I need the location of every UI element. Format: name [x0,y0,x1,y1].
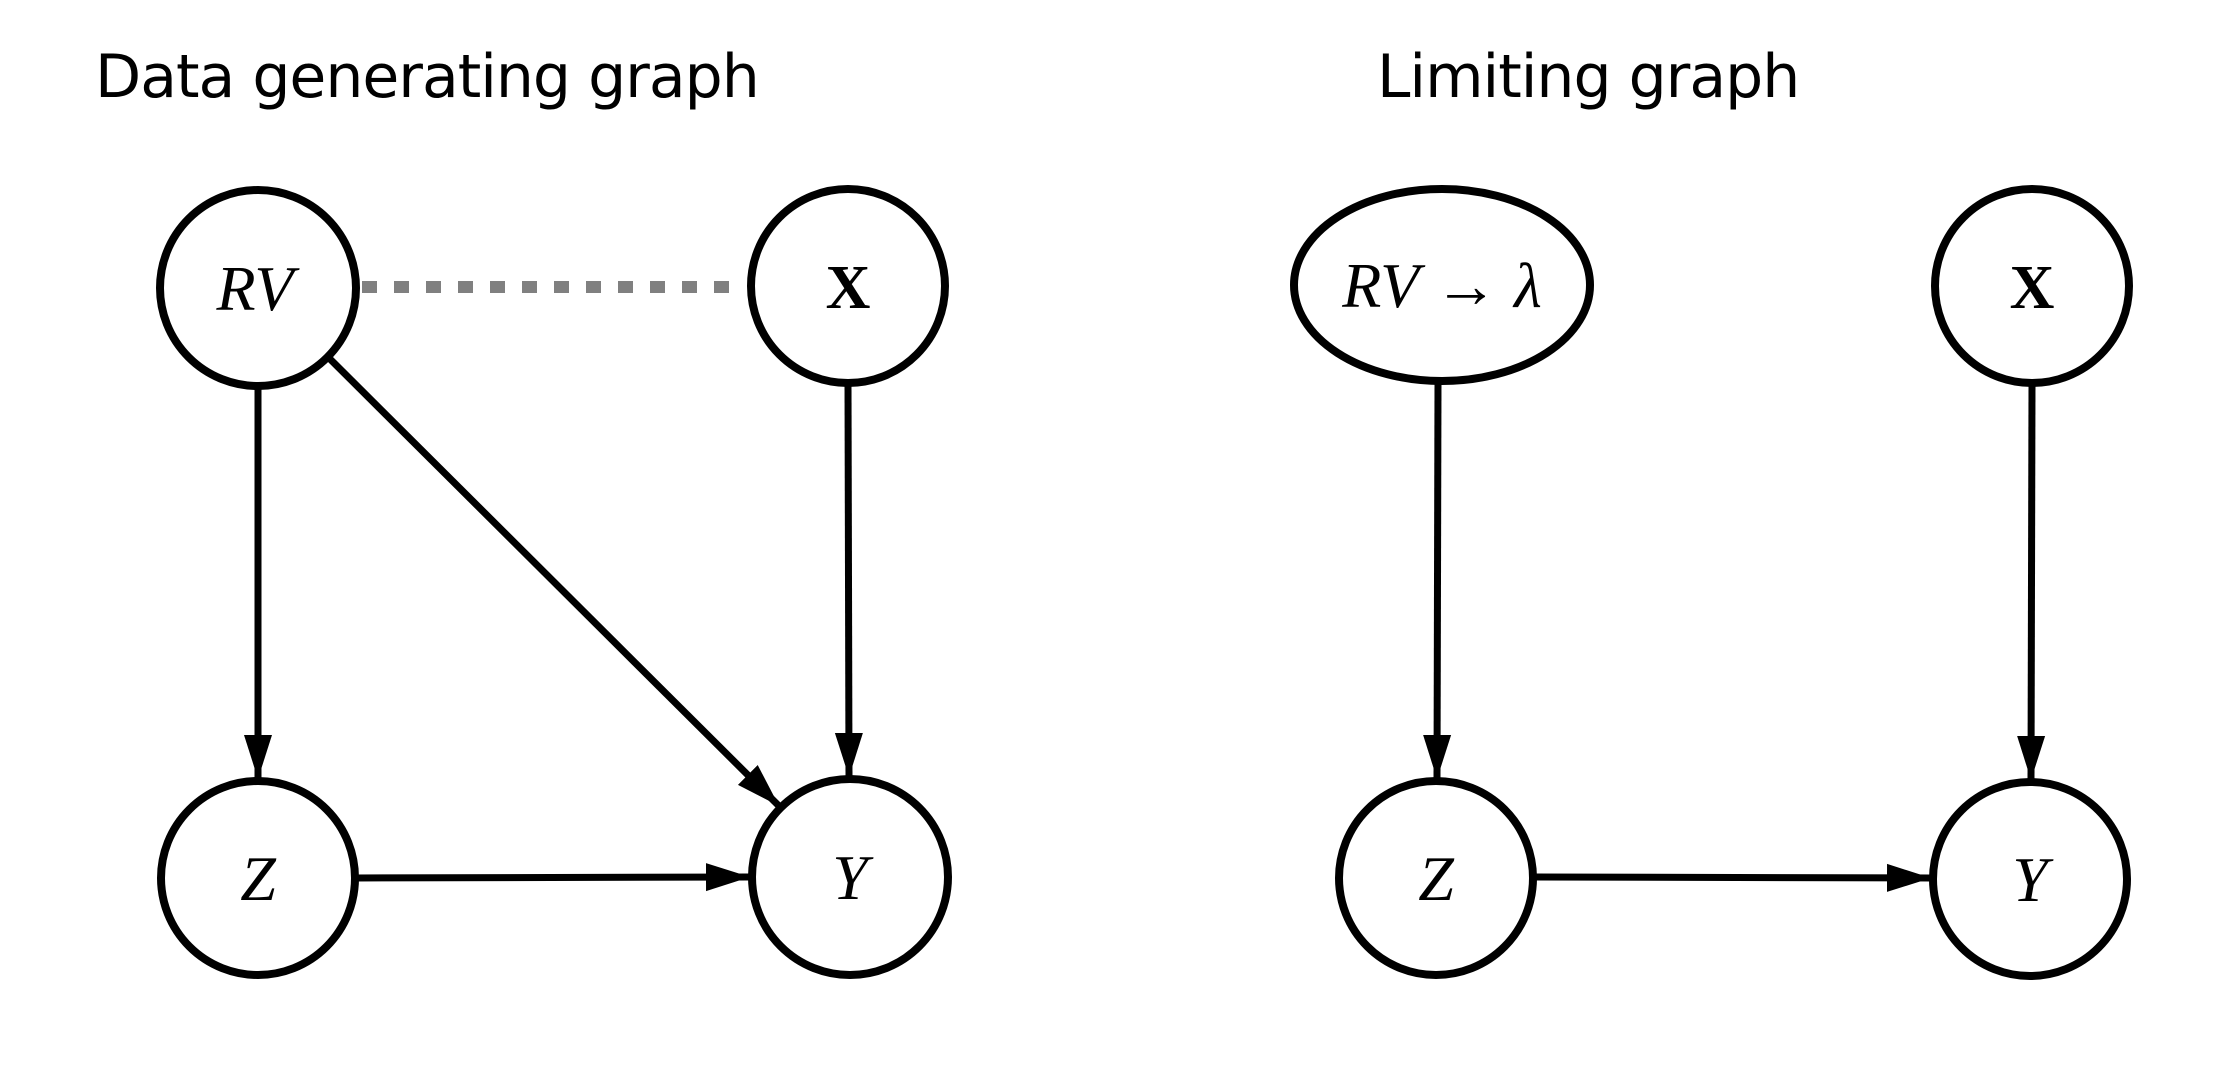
node-x-label-right: X [2010,254,2055,322]
left-graph: Data generating graph RV X Z Y [95,42,952,979]
right-graph: Limiting graph RV → λ X Z Y [1290,42,2133,980]
node-z-label-right: Z [1418,843,1455,914]
node-y-label-right: Y [2012,844,2054,915]
node-z-label: Z [240,843,277,914]
node-y-circle-right [1929,778,2131,980]
node-x-circle-right [1931,185,2133,387]
node-z-circle [157,777,359,979]
right-graph-title: Limiting graph [1377,42,1799,112]
left-graph-title: Data generating graph [95,42,759,112]
node-z-circle-right [1335,777,1537,979]
edge-x-to-y-arrow-right [2017,383,2046,781]
node-y-circle [748,775,952,979]
edge-z-to-y-arrow-right [1533,863,1932,892]
edge-x-to-y-arrow [834,383,863,778]
edge-z-to-y-arrow [355,863,751,892]
node-x-circle [747,185,949,387]
edge-rv-to-y-arrow [326,355,782,809]
node-x-label: X [826,254,871,322]
node-rv-lambda-ellipse [1290,185,1594,385]
edge-rvlambda-to-z-arrow [1423,381,1452,780]
node-y-label: Y [832,842,874,913]
node-rv-circle [156,186,360,390]
node-rv-label: RV [215,253,300,324]
node-rv-lambda-label: RV → λ [1341,250,1542,321]
